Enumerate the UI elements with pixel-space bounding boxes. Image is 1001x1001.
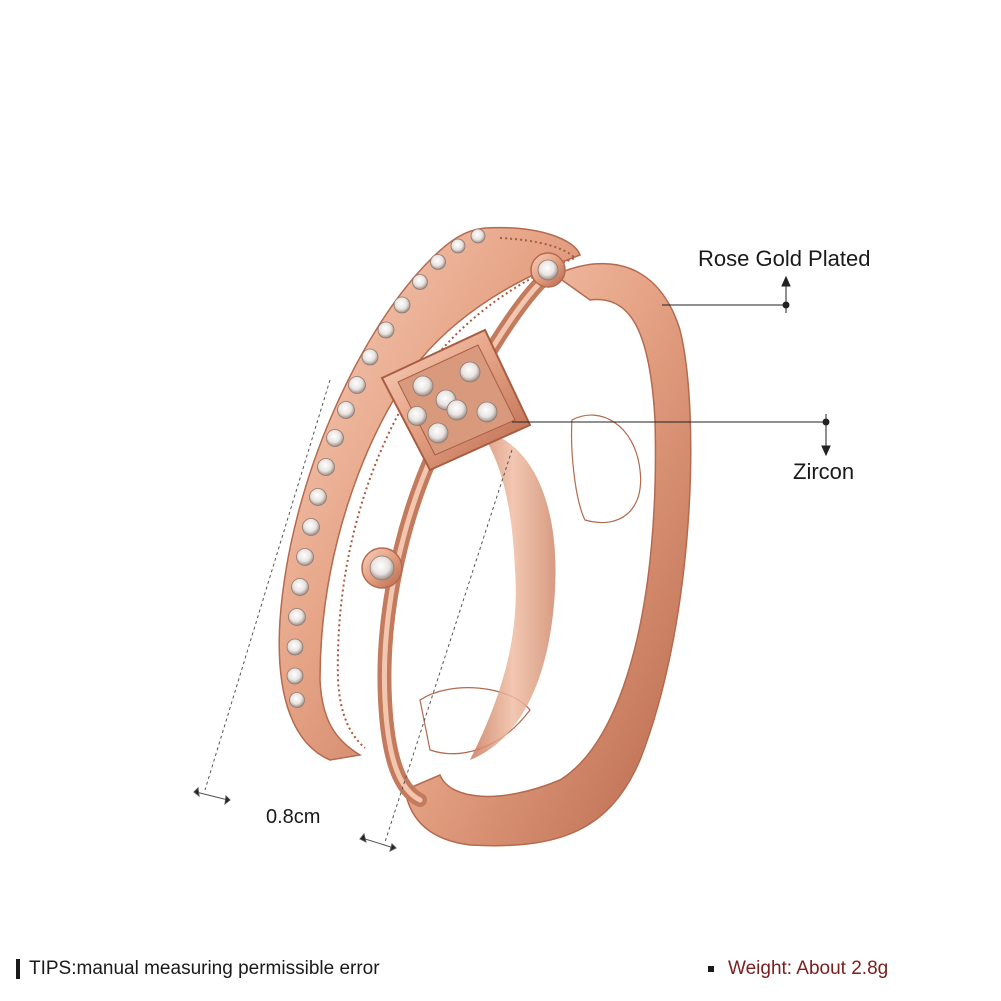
tips-text: TIPS:manual measuring permissible error (29, 958, 380, 979)
bullet-square-icon (708, 966, 714, 972)
weight-text: Weight: About 2.8g (728, 958, 889, 979)
material-label: Rose Gold Plated (698, 246, 871, 271)
callout-material (662, 275, 791, 313)
ring-band (404, 262, 692, 847)
stone-label: Zircon (793, 459, 855, 484)
bezel-gem-bottom (361, 547, 403, 589)
tips-note: TIPS:manual measuring permissible error (16, 958, 380, 980)
weight-note: Weight: About 2.8g (708, 958, 888, 980)
square-pave-centerpiece (380, 328, 532, 472)
tips-bar-icon (16, 959, 20, 979)
callout-stone (512, 414, 831, 457)
ring-wire (377, 268, 555, 807)
width-label: 0.8cm (266, 806, 321, 828)
width-measurement (193, 379, 513, 852)
bezel-gem-top (530, 252, 566, 288)
